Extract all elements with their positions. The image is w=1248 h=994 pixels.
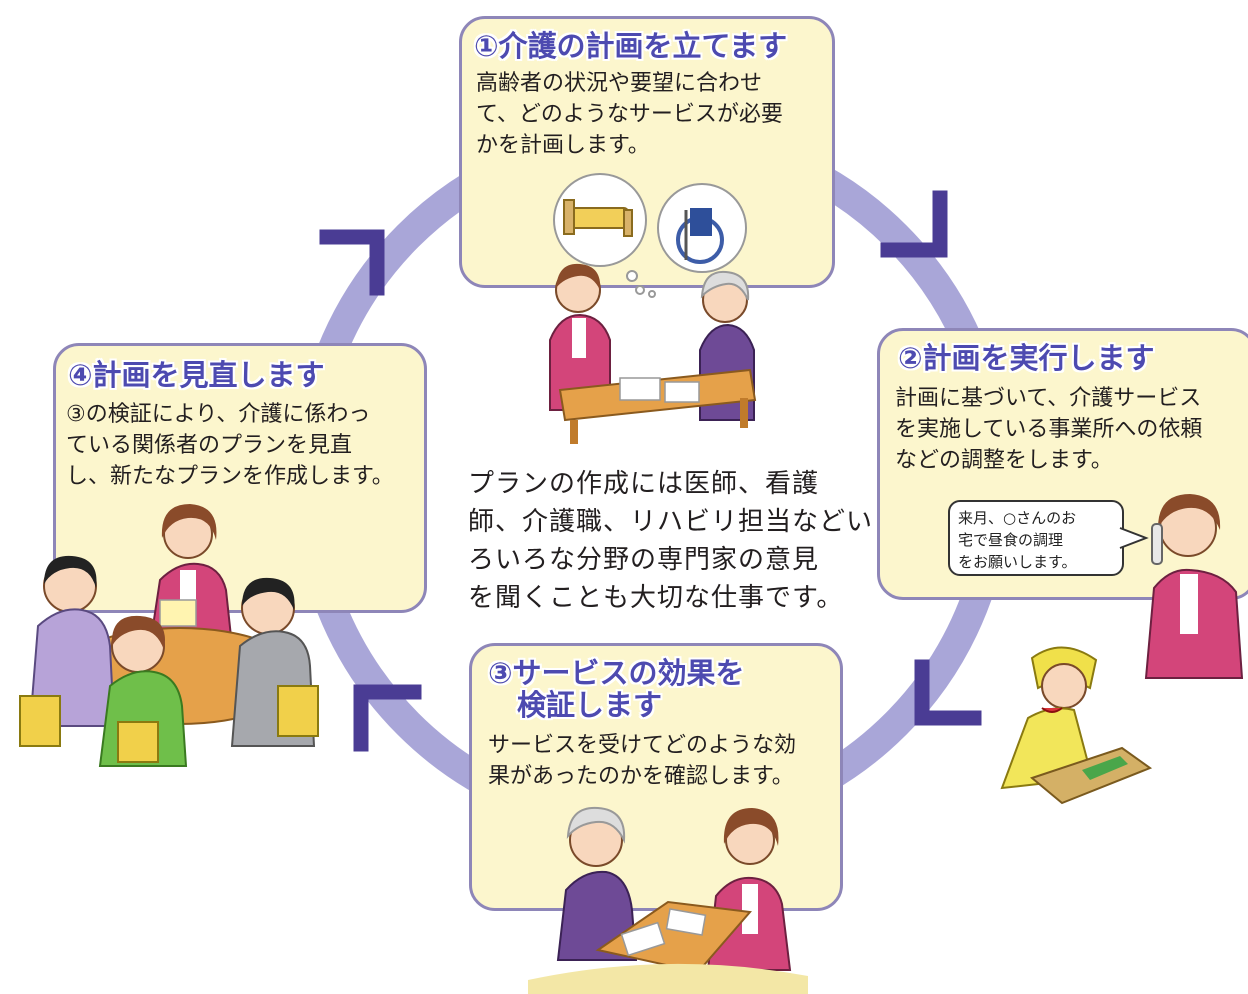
- participants: [28, 555, 316, 767]
- center-description: プランの作成には医師、看護 師、介護職、リハビリ担当などい ろいろな分野の専門家…: [468, 469, 874, 613]
- step4-card: [53, 343, 427, 613]
- step2-phone-caller: [1144, 494, 1244, 679]
- step2-title: ②計画を実行します: [898, 341, 1155, 375]
- cycle-arrow-bottom-left: [353, 684, 422, 752]
- phone-receiver-icon: [1151, 523, 1163, 565]
- cycle-arrow-bottom-right: [914, 659, 982, 726]
- step4-body: ③の検証により、介護に係わっ ている関係者のプランを見直 し、新たなプランを作成…: [66, 402, 394, 489]
- bed-icon: [563, 199, 633, 237]
- wheelchair-icon: [676, 208, 724, 264]
- speech-bubble-tail: [1119, 527, 1149, 549]
- chairs: [19, 685, 319, 763]
- speech-bubble: 来月、○さんのお 宅で昼食の調理 をお願いします。: [948, 500, 1124, 576]
- table: [558, 368, 757, 444]
- step1-illustration: [549, 173, 757, 444]
- care-manager: [706, 808, 792, 971]
- cutting-board-icon: [1029, 746, 1153, 805]
- step3-body: サービスを受けてどのような効 果があったのかを確認します。: [488, 733, 797, 789]
- step4-meeting-illustration: [19, 504, 319, 767]
- step1-card: [459, 16, 835, 288]
- cycle-arrow-top-left: [319, 229, 385, 296]
- step4-title: ④計画を見直します: [68, 358, 325, 392]
- step2-cooking-helper: [1000, 646, 1153, 805]
- step1-title: ①介護の計画を立てます: [474, 29, 788, 63]
- step3-title: ③サービスの効果を 検証します: [488, 656, 745, 722]
- step2-body: 計画に基づいて、介護サービス を実施している事業所への依頼 などの調整をします。: [895, 386, 1203, 473]
- step3-card: [469, 643, 843, 911]
- step1-body: 高齢者の状況や要望に合わせ て、どのようなサービスが必要 かを計画します。: [476, 71, 783, 158]
- cycle-arrow-top-right: [880, 190, 948, 258]
- step3-illustration: [528, 806, 808, 994]
